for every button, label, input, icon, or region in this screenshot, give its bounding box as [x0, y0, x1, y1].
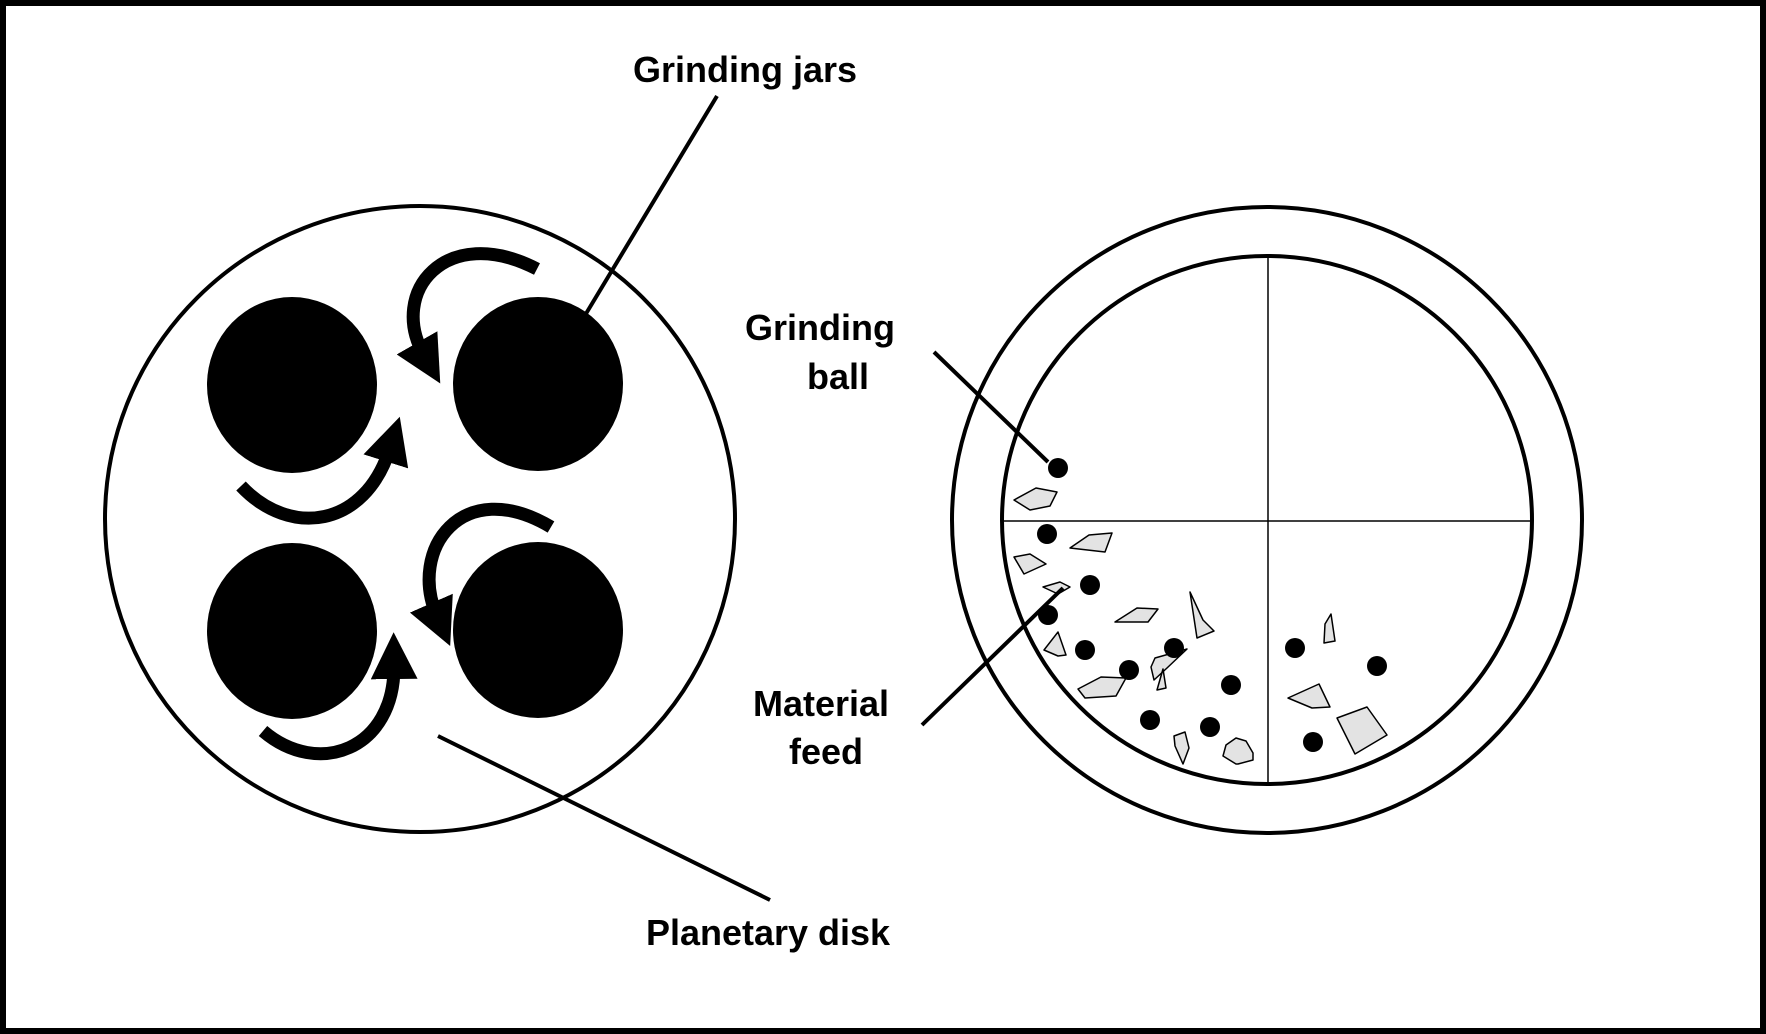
material-fragment	[1114, 607, 1159, 623]
grinding-jar-bottom-left	[207, 543, 377, 719]
material-fragment	[1173, 731, 1190, 765]
material-fragment	[1156, 668, 1167, 691]
grinding-jar-bottom-right	[453, 542, 623, 718]
rotation-arrow-left-upper-icon	[236, 416, 409, 525]
leader-lines	[437, 94, 1065, 902]
material-fragment	[1013, 487, 1058, 511]
label-material-feed-line2: feed	[789, 731, 863, 772]
material-fragment	[1077, 676, 1127, 699]
jar-outer-wall	[950, 205, 1584, 835]
grinding-ball	[1164, 638, 1184, 658]
leader-line-material-feed	[920, 586, 1065, 727]
grinding-ball	[1303, 732, 1323, 752]
grinding-ball	[1075, 640, 1095, 660]
material-fragment	[1222, 737, 1254, 765]
grinding-jar-top-right	[453, 297, 623, 471]
rotation-arrow-middle-icon	[409, 502, 555, 647]
material-feed	[1013, 487, 1388, 765]
material-fragment	[1189, 591, 1215, 639]
material-fragment	[1287, 683, 1331, 709]
grinding-ball	[1037, 524, 1057, 544]
label-planetary-disk: Planetary disk	[646, 912, 891, 953]
grinding-balls	[1037, 458, 1387, 752]
rotation-arrow-top-icon	[396, 247, 540, 384]
grinding-ball	[1119, 660, 1139, 680]
grinding-ball	[1048, 458, 1068, 478]
leader-line-grinding-jars	[582, 94, 719, 319]
leader-line-planetary-disk	[437, 734, 771, 902]
material-fragment	[1069, 532, 1113, 553]
jar-inner-wall	[1000, 254, 1534, 786]
label-material-feed-line1: Material	[753, 683, 889, 724]
grinding-ball	[1080, 575, 1100, 595]
label-grinding-jars: Grinding jars	[633, 49, 857, 90]
label-grinding-ball-line2: ball	[807, 356, 869, 397]
material-fragment	[1336, 706, 1388, 755]
rotation-arrow-bottom-icon	[258, 632, 418, 761]
grinding-ball	[1221, 675, 1241, 695]
jar-cross-section-view	[950, 205, 1584, 835]
grinding-ball	[1140, 710, 1160, 730]
grinding-ball	[1367, 656, 1387, 676]
material-fragment	[1043, 631, 1067, 657]
material-fragment	[1042, 581, 1071, 595]
planetary-disk	[103, 204, 737, 834]
material-fragment	[1323, 613, 1336, 644]
grinding-ball	[1200, 717, 1220, 737]
label-grinding-ball-line1: Grinding	[745, 307, 895, 348]
planetary-disk-view	[103, 204, 737, 834]
grinding-jar-top-left	[207, 297, 377, 473]
leader-line-grinding-ball	[932, 350, 1050, 464]
material-fragment	[1013, 553, 1047, 575]
grinding-ball	[1285, 638, 1305, 658]
